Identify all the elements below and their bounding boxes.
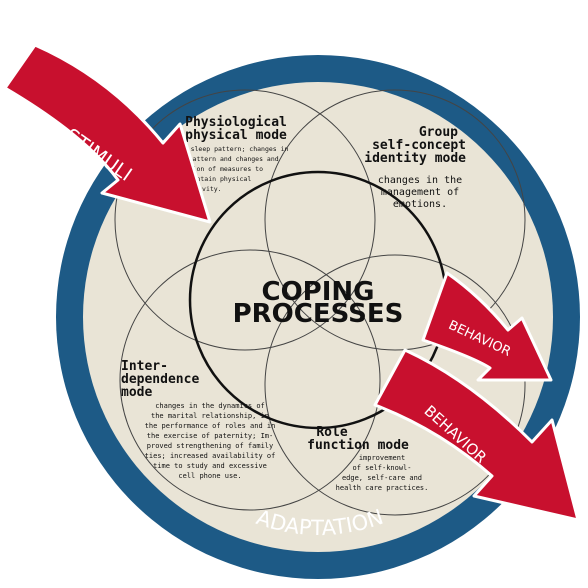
- center-label-line2: PROCESSES: [233, 299, 404, 329]
- physiological-line: dietary pattern and changes and: [157, 155, 278, 163]
- group-line: changes in the: [378, 175, 462, 186]
- interdependence-line: the exercise of paternity; Im-: [147, 432, 273, 440]
- venn-circles: [114, 89, 526, 516]
- interdependence-line: the performance of roles and in: [145, 422, 276, 430]
- interdependence-line: changes in the dynamics of: [155, 402, 265, 410]
- interdependence-line: proved strengthening of family: [147, 442, 273, 450]
- interdependence-line: time to study and excessive: [153, 462, 267, 470]
- physiological-line: maintain physical: [185, 175, 252, 183]
- physiological-line: adoption of measures to: [173, 165, 263, 173]
- physiological-line: activity.: [186, 185, 221, 193]
- venn-circle-role: [264, 254, 526, 516]
- stimuli-arrow: STIMULI: [3, 43, 212, 224]
- interdependence-title-2: dependence: [121, 372, 199, 387]
- role-mode: Role function mode improvement of self-k…: [307, 425, 428, 492]
- group-title-3: identity mode: [364, 151, 466, 166]
- interdependence-line: the marital relationship, in: [151, 412, 269, 420]
- interdependence-title-1: Inter-: [121, 359, 168, 374]
- interdependence-title-3: mode: [121, 385, 152, 400]
- role-line: improvement: [359, 454, 405, 462]
- group-mode: Group self-concept identity mode changes…: [364, 125, 466, 210]
- role-line: health care practices.: [336, 484, 429, 492]
- role-title-1: Role: [316, 425, 347, 440]
- group-line: management of: [381, 187, 459, 198]
- interdependence-mode: Inter- dependence mode changes in the dy…: [121, 359, 275, 480]
- venn-circle-interdependence: [119, 249, 381, 511]
- center-label-line1: COPING: [261, 277, 374, 307]
- group-title-1: Group: [419, 125, 458, 140]
- role-line: edge, self-care and: [342, 474, 422, 482]
- interdependence-line: cell phone use.: [178, 472, 241, 480]
- venn-circle-group: [264, 89, 526, 351]
- physiological-title-2: physical mode: [185, 128, 287, 143]
- role-title-2: function mode: [307, 438, 409, 453]
- physiological-title-1: Physiological: [185, 115, 287, 130]
- group-title-2: self-concept: [372, 138, 466, 153]
- group-line: emotions.: [393, 199, 447, 210]
- behavior-arrow-1: BEHAVIOR: [421, 271, 553, 382]
- physiological-mode: Physiological physical mode changes in s…: [148, 115, 289, 193]
- interdependence-line: ties; increased availability of: [145, 452, 276, 460]
- physiological-line: changes in sleep pattern; changes in: [148, 145, 289, 153]
- venn-circle-physiological: [114, 89, 376, 351]
- role-line: of self-knowl-: [352, 464, 411, 472]
